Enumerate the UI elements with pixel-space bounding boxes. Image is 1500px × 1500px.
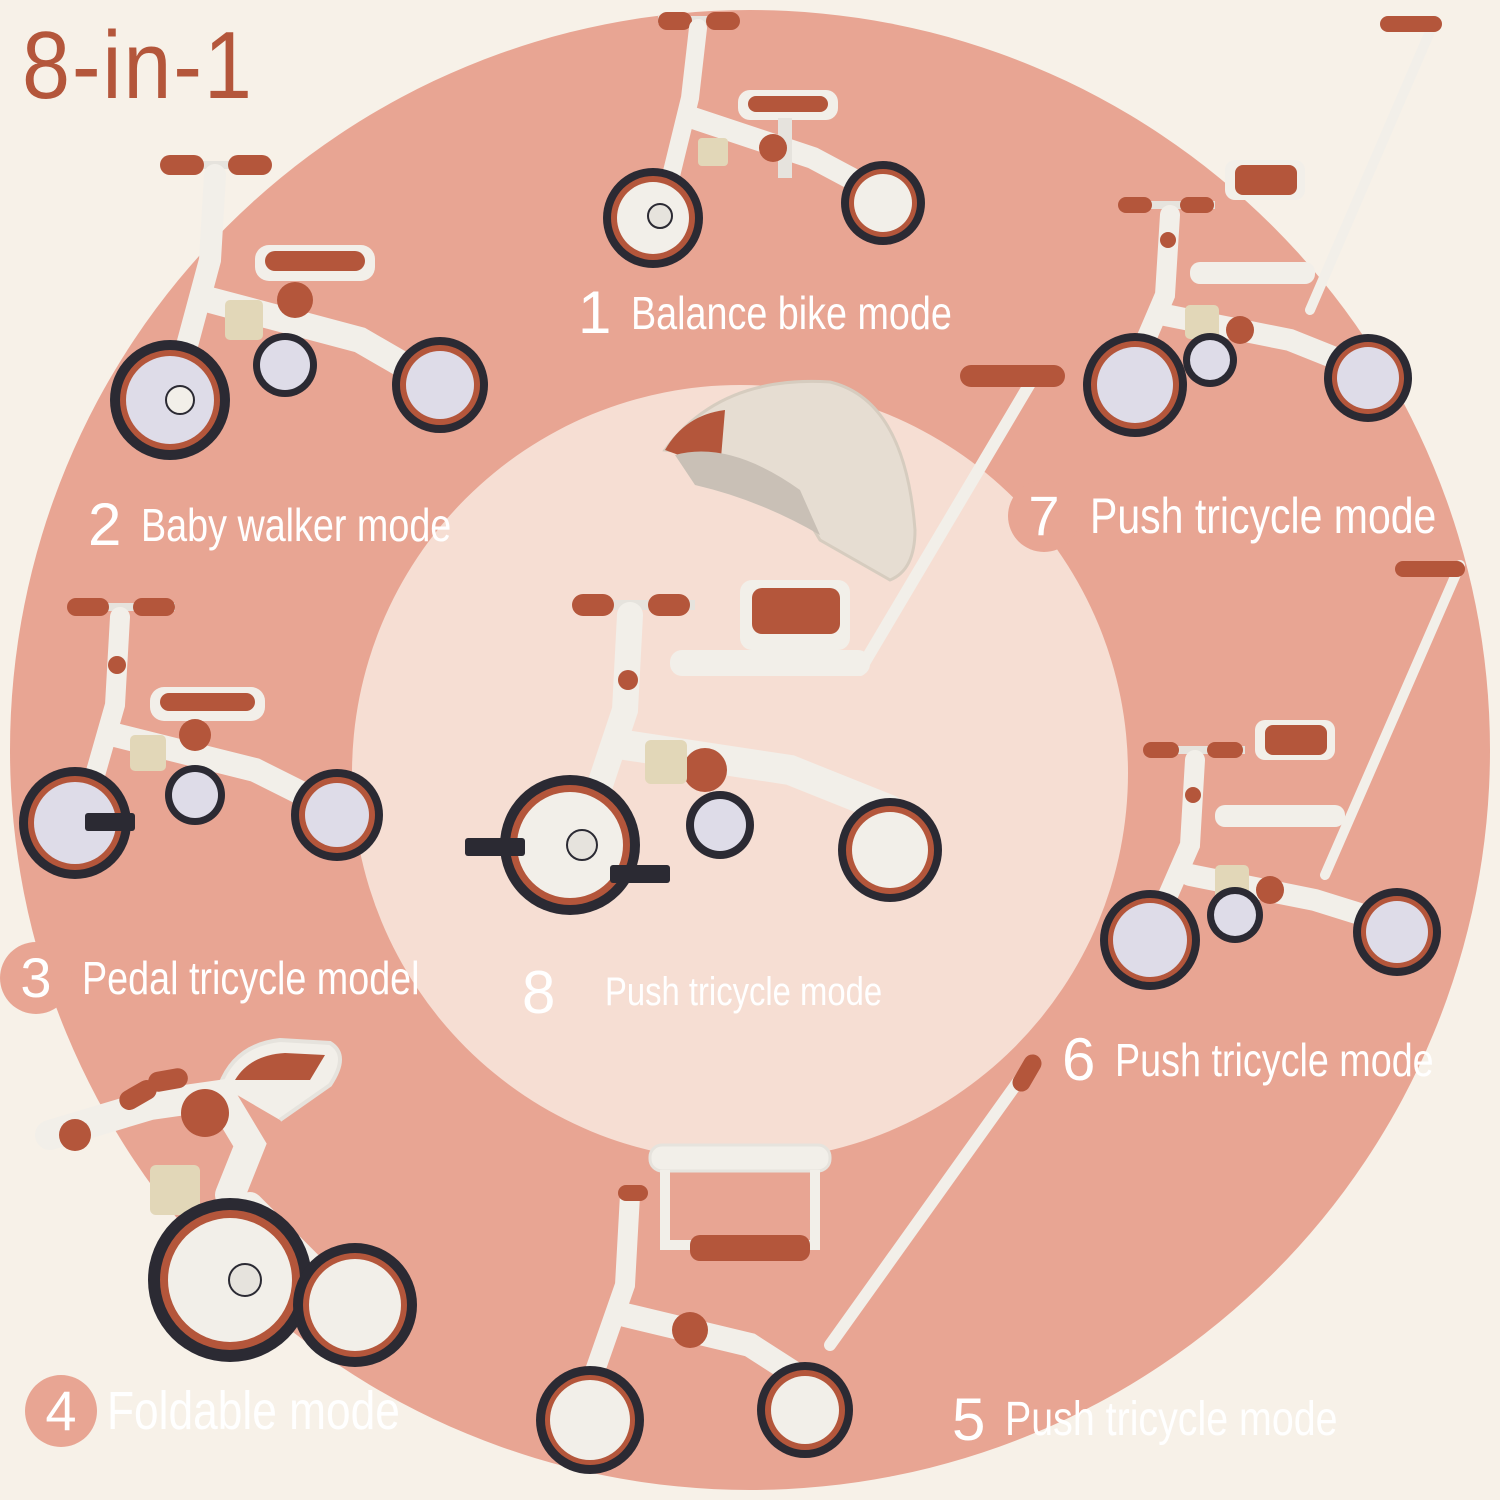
- mode-label-8: 8 Push tricycle mode: [522, 958, 943, 1027]
- headline-title: 8-in-1: [22, 12, 254, 119]
- mode-text: Foldable mode: [107, 1381, 400, 1441]
- baby-walker-image: [110, 150, 495, 470]
- push-tricycle-image-6: [1095, 555, 1480, 1000]
- mode-number: 7: [1008, 480, 1080, 552]
- mode-text: Push tricycle mode: [1115, 1033, 1435, 1086]
- mode-number: 3: [0, 942, 72, 1014]
- mode-number: 5: [952, 1386, 986, 1453]
- pedal-tricycle-image: [15, 595, 385, 895]
- mode-number: 4: [25, 1375, 97, 1447]
- mode-text: Push tricycle mode: [1090, 488, 1437, 544]
- mode-number: 2: [88, 491, 122, 558]
- mode-number: 6: [1062, 1026, 1096, 1093]
- mode-label-1: 1 Balance bike mode: [578, 278, 1023, 347]
- mode-label-5: 5 Push tricycle mode: [952, 1385, 1411, 1454]
- push-tricycle-image-5: [530, 1045, 1050, 1485]
- push-tricycle-image-7: [1080, 10, 1450, 445]
- mode-number: 8: [522, 959, 556, 1026]
- mode-text: Push tricycle mode: [1005, 1393, 1338, 1446]
- mode-text: Push tricycle mode: [605, 970, 883, 1014]
- mode-number: 1: [578, 279, 612, 346]
- mode-label-6: 6 Push tricycle mode: [1062, 1025, 1500, 1094]
- balance-bike-image: [598, 8, 938, 273]
- mode-text: Balance bike mode: [631, 286, 953, 339]
- mode-label-2: 2 Baby walker mode: [88, 490, 520, 559]
- foldable-tricycle-image: [30, 1025, 420, 1375]
- push-tricycle-canopy-image: [460, 360, 1070, 920]
- mode-text: Baby walker mode: [141, 498, 452, 551]
- mode-text: Pedal tricycle model: [82, 952, 420, 1004]
